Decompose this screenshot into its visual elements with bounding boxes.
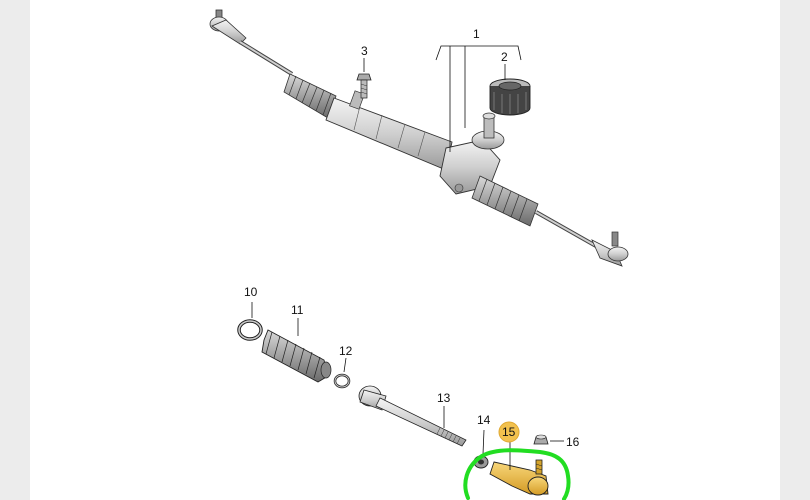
callout-15-badge [498,421,520,443]
callout-15: 15 [502,425,516,439]
callout-11: 11 [291,303,304,317]
callout-1: 1 [473,27,480,41]
upper-leader-lines [363,45,522,152]
rack-housing [325,90,453,171]
callout-12: 12 [339,344,353,358]
callout-16: 16 [566,435,580,449]
mounting-bolt [356,73,372,99]
callout-14: 14 [477,413,491,427]
tie-rod-end-highlighted [489,442,549,496]
steering-rack-assembly [209,9,629,267]
mounting-bush [489,78,531,116]
callout-2: 2 [501,50,508,64]
small-clamp-ring [333,357,351,389]
inner-tie-rod [358,385,467,447]
boot-clamp [237,302,263,341]
callout-13: 13 [437,391,451,405]
callout-10: 10 [244,285,258,299]
left-tie-rod-end [209,9,294,76]
callout-3: 3 [361,44,368,58]
pinion-housing [439,112,505,195]
green-highlight-outline [463,448,571,500]
left-bellows [283,73,337,119]
right-bellows [471,175,539,227]
bellows-boot [261,318,332,383]
right-tie-rod-end [535,210,629,267]
castle-nut [533,434,564,445]
